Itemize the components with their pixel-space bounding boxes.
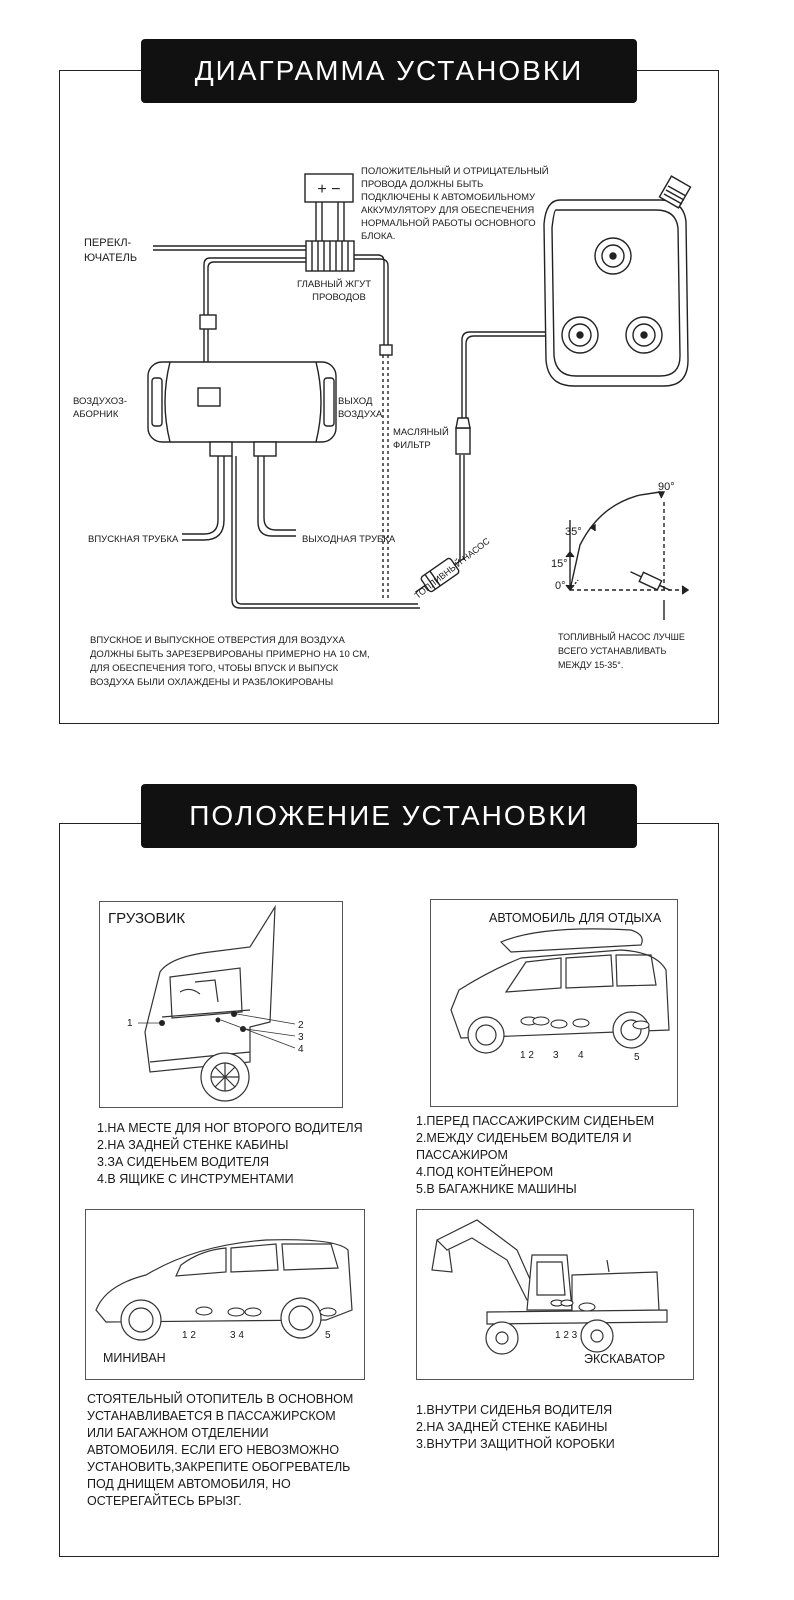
excavator-callout-123: 1 2 3 bbox=[555, 1330, 578, 1341]
excavator-illustration bbox=[431, 1219, 668, 1355]
list-item: АВТОМОБИЛЯ. ЕСЛИ ЕГО НЕВОЗМОЖНО bbox=[87, 1443, 340, 1457]
pump-angle-note-line: ВСЕГО УСТАНАВЛИВАТЬ bbox=[558, 646, 667, 656]
list-item: 4.В ЯЩИКЕ С ИНСТРУМЕНТАМИ bbox=[97, 1172, 294, 1186]
oil-filter-label: МАСЛЯНЫЙ ФИЛЬТР bbox=[393, 426, 449, 452]
minivan-note: СТОЯТЕЛЬНЫЙ ОТОПИТЕЛЬ В ОСНОВНОМ УСТАНАВ… bbox=[87, 1391, 353, 1510]
switch-label: ПЕРЕКЛ- ЮЧАТЕЛЬ bbox=[84, 236, 137, 266]
list-item: 1.ВНУТРИ СИДЕНЬЯ ВОДИТЕЛЯ bbox=[416, 1403, 613, 1417]
angle-0-label: 0° bbox=[555, 580, 566, 592]
switch-label-line: ЮЧАТЕЛЬ bbox=[84, 252, 138, 264]
air-clearance-note-line: ДЛЯ ОБЕСПЕЧЕНИЯ ТОГО, ЧТОБЫ ВПУСК И ВЫПУ… bbox=[90, 663, 339, 674]
minivan-callout-12: 1 2 bbox=[182, 1330, 196, 1341]
polarity-note-line: БЛОКА. bbox=[361, 231, 396, 242]
list-item: 4.ПОД КОНТЕЙНЕРОМ bbox=[416, 1165, 554, 1179]
truck-callout-4: 4 bbox=[298, 1044, 304, 1055]
rv-title: АВТОМОБИЛЬ ДЛЯ ОТДЫХА bbox=[489, 911, 662, 925]
excavator-positions-list: 1.ВНУТРИ СИДЕНЬЯ ВОДИТЕЛЯ 2.НА ЗАДНЕЙ СТ… bbox=[416, 1402, 615, 1453]
installation-diagram: + − bbox=[147, 173, 692, 620]
minivan-title: МИНИВАН bbox=[103, 1351, 166, 1365]
list-item: ИЛИ БАГАЖНОМ ОТДЕЛЕНИИ bbox=[87, 1426, 269, 1440]
oil-filter-icon bbox=[455, 427, 471, 455]
pump-angle-note: ТОПЛИВНЫЙ НАСОС ЛУЧШЕ ВСЕГО УСТАНАВЛИВАТ… bbox=[558, 630, 685, 672]
polarity-note-line: ПОДКЛЮЧЕНЫ К АВТОМОБИЛЬНОМУ bbox=[361, 192, 536, 203]
installation-diagram-title: ДИАГРАММА УСТАНОВКИ bbox=[141, 39, 637, 103]
air-clearance-note-line: ВПУСКНОЕ И ВЫПУСКНОЕ ОТВЕРСТИЯ ДЛЯ ВОЗДУ… bbox=[90, 635, 345, 646]
air-outlet-label-line: ВЫХОД bbox=[338, 396, 373, 407]
excavator-image bbox=[416, 1209, 694, 1380]
battery-polarity-label: + − bbox=[317, 181, 340, 198]
harness-label-line: ПРОВОДОВ bbox=[312, 292, 366, 303]
air-outlet-label: ВЫХОД ВОЗДУХА bbox=[338, 395, 382, 421]
rv-callout-12: 1 2 bbox=[520, 1050, 534, 1061]
polarity-note-line: НОРМАЛЬНОЙ РАБОТЫ ОСНОВНОГО bbox=[361, 218, 536, 229]
polarity-note-line: АККУМУЛЯТОРУ ДЛЯ ОБЕСПЕЧЕНИЯ bbox=[361, 205, 535, 216]
list-item: СТОЯТЕЛЬНЫЙ ОТОПИТЕЛЬ В ОСНОВНОМ bbox=[87, 1392, 354, 1406]
list-item: 2.МЕЖДУ СИДЕНЬЕМ ВОДИТЕЛЯ И bbox=[416, 1131, 632, 1145]
minivan-callout-5: 5 bbox=[325, 1330, 331, 1341]
rv-callout-4: 4 bbox=[578, 1050, 584, 1061]
installation-position-title: ПОЛОЖЕНИЕ УСТАНОВКИ bbox=[141, 784, 637, 848]
harness-label: ГЛАВНЫЙ ЖГУТ ПРОВОДОВ bbox=[297, 278, 371, 304]
rv-positions-list: 1.ПЕРЕД ПАССАЖИРСКИМ СИДЕНЬЕМ 2.МЕЖДУ СИ… bbox=[416, 1113, 654, 1198]
list-item: ПОД ДНИЩЕМ АВТОМОБИЛЯ, НО bbox=[87, 1477, 291, 1491]
outlet-pipe-label: ВЫХОДНАЯ ТРУБКА bbox=[302, 534, 396, 545]
pump-angle-note-line: ТОПЛИВНЫЙ НАСОС ЛУЧШЕ bbox=[558, 632, 685, 642]
minivan-callout-34: 3 4 bbox=[230, 1330, 244, 1341]
list-item: 3.ВНУТРИ ЗАЩИТНОЙ КОРОБКИ bbox=[416, 1437, 615, 1451]
oil-filter-label-line: ФИЛЬТР bbox=[393, 440, 431, 451]
truck-callout-2: 2 bbox=[298, 1020, 304, 1031]
truck-callout-3: 3 bbox=[298, 1032, 304, 1043]
truck-title: ГРУЗОВИК bbox=[108, 910, 186, 927]
air-intake-label-line: ВОЗДУХОЗ- bbox=[73, 396, 128, 407]
excavator-title: ЭКСКАВАТОР bbox=[584, 1352, 666, 1366]
list-item: 5.В БАГАЖНИКЕ МАШИНЫ bbox=[416, 1182, 577, 1196]
list-item: 1.НА МЕСТЕ ДЛЯ НОГ ВТОРОГО ВОДИТЕЛЯ bbox=[97, 1121, 363, 1135]
polarity-note: ПОЛОЖИТЕЛЬНЫЙ И ОТРИЦАТЕЛЬНЫЙ ПРОВОДА ДО… bbox=[361, 165, 549, 243]
list-item: ПАССАЖИРОМ bbox=[416, 1148, 508, 1162]
angle-35-label: 35° bbox=[565, 526, 582, 538]
inlet-pipe-label: ВПУСКНАЯ ТРУБКА bbox=[88, 534, 179, 545]
truck-callout-1: 1 bbox=[127, 1018, 133, 1029]
air-outlet-label-line: ВОЗДУХА bbox=[338, 409, 383, 420]
air-clearance-note-line: ВОЗДУХА БЫЛИ ОХЛАЖДЕНЫ И РАЗБЛОКИРОВАНЫ bbox=[90, 677, 334, 688]
angle-15-label: 15° bbox=[551, 558, 568, 570]
rv-callout-5: 5 bbox=[634, 1052, 640, 1063]
air-clearance-note: ВПУСКНОЕ И ВЫПУСКНОЕ ОТВЕРСТИЯ ДЛЯ ВОЗДУ… bbox=[90, 634, 370, 690]
polarity-note-line: ПОЛОЖИТЕЛЬНЫЙ И ОТРИЦАТЕЛЬНЫЙ bbox=[361, 166, 549, 177]
fuel-tank-icon bbox=[543, 199, 689, 387]
list-item: 3.ЗА СИДЕНЬЕМ ВОДИТЕЛЯ bbox=[97, 1155, 270, 1169]
polarity-note-line: ПРОВОДА ДОЛЖНЫ БЫТЬ bbox=[361, 179, 484, 190]
fuel-pump-icon bbox=[415, 557, 465, 593]
truck-image bbox=[99, 901, 343, 1108]
list-item: УСТАНОВИТЬ,ЗАКРЕПИТЕ ОБОГРЕВАТЕЛЬ bbox=[87, 1460, 351, 1474]
switch-label-line: ПЕРЕКЛ- bbox=[84, 237, 132, 249]
list-item: 2.НА ЗАДНЕЙ СТЕНКЕ КАБИНЫ bbox=[416, 1420, 608, 1434]
air-clearance-note-line: ДОЛЖНЫ БЫТЬ ЗАРЕЗЕРВИРОВАНЫ ПРИМЕРНО НА … bbox=[90, 649, 370, 660]
air-intake-label: ВОЗДУХОЗ- АБОРНИК bbox=[73, 395, 127, 421]
angle-90-label: 90° bbox=[658, 481, 675, 493]
air-intake-label-line: АБОРНИК bbox=[73, 409, 119, 420]
list-item: УСТАНАВЛИВАЕТСЯ В ПАССАЖИРСКОМ bbox=[87, 1409, 336, 1423]
oil-filter-label-line: МАСЛЯНЫЙ bbox=[393, 427, 449, 438]
list-item: 1.ПЕРЕД ПАССАЖИРСКИМ СИДЕНЬЕМ bbox=[416, 1114, 655, 1128]
rv-illustration bbox=[450, 928, 670, 1054]
minivan-image bbox=[85, 1209, 365, 1380]
minivan-illustration bbox=[95, 1239, 353, 1341]
list-item: 2.НА ЗАДНЕЙ СТЕНКЕ КАБИНЫ bbox=[97, 1138, 289, 1152]
rv-image bbox=[430, 899, 678, 1107]
truck-positions-list: 1.НА МЕСТЕ ДЛЯ НОГ ВТОРОГО ВОДИТЕЛЯ 2.НА… bbox=[97, 1120, 363, 1188]
pump-angle-note-line: МЕЖДУ 15-35°. bbox=[558, 660, 624, 670]
list-item: ОСТЕРЕГАЙТЕСЬ БРЫЗГ. bbox=[87, 1494, 242, 1508]
harness-label-line: ГЛАВНЫЙ ЖГУТ bbox=[297, 279, 372, 290]
truck-illustration bbox=[138, 904, 296, 1102]
rv-callout-3: 3 bbox=[553, 1050, 559, 1061]
battery-icon bbox=[304, 173, 354, 203]
heater-unit bbox=[147, 361, 337, 443]
